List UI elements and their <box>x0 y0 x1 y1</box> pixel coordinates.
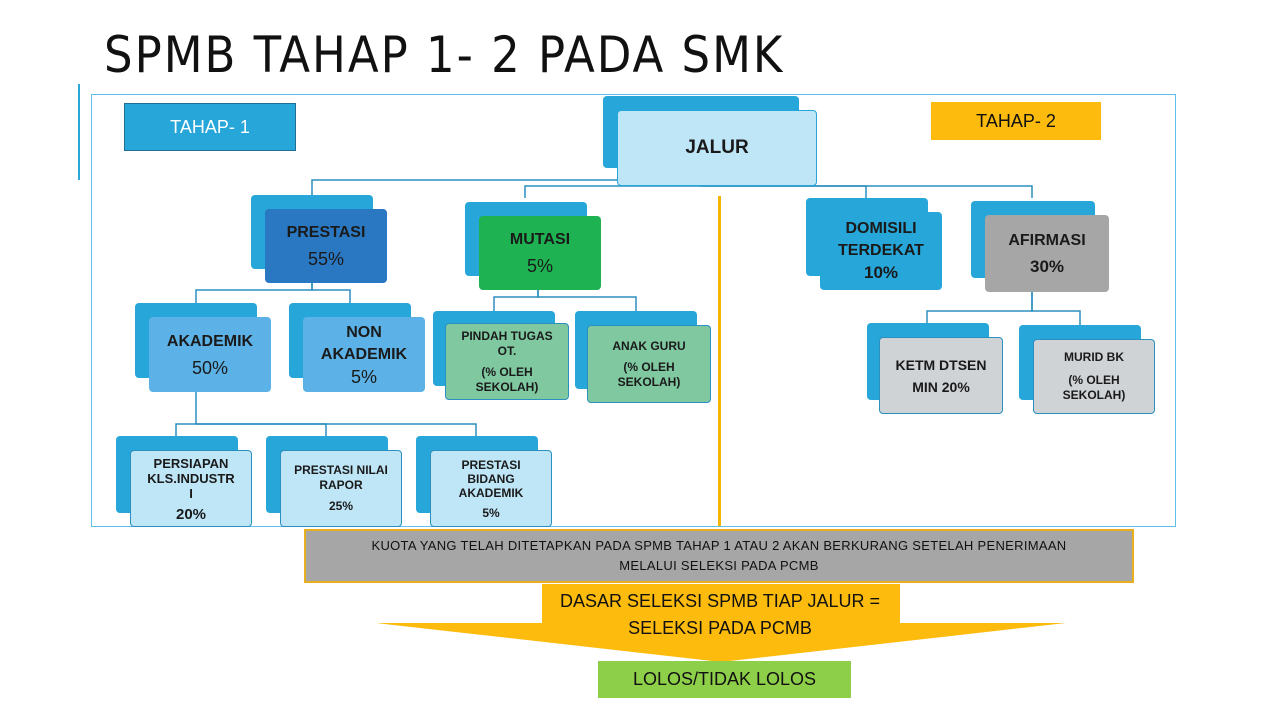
non-akademik-pct: 5% <box>350 366 377 387</box>
murid-bk-note-1: (% OLEH <box>1068 373 1120 387</box>
pindah-tugas-note-2: SEKOLAH) <box>475 379 539 394</box>
afirmasi-label: AFIRMASI <box>1008 231 1086 249</box>
prestasi-nilai-pct: 25% <box>328 499 354 513</box>
prestasi-nilai-line-1: PRESTASI NILAI <box>294 463 388 477</box>
node-ketm-dtsen: KETM DTSEN MIN 20% <box>867 323 1003 414</box>
prestasi-bidang-line-2: BIDANG <box>467 471 515 486</box>
tahap-1-label: TAHAP- 1 <box>124 103 296 151</box>
node-prestasi-nilai: PRESTASI NILAI RAPOR 25% <box>266 436 402 527</box>
accent-line <box>78 84 80 180</box>
diagram-frame <box>91 94 1176 527</box>
node-persiapan: PERSIAPAN KLS.INDUSTR I 20% <box>116 436 252 527</box>
persiapan-line-3: I <box>189 485 193 501</box>
non-akademik-label-2: AKADEMIK <box>320 345 408 363</box>
slide-title: SPMB TAHAP 1- 2 PADA SMK <box>104 26 785 84</box>
domisili-label-2: TERDEKAT <box>838 242 924 259</box>
node-pindah-tugas: PINDAH TUGAS OT. (% OLEH SEKOLAH) <box>433 311 569 400</box>
node-murid-bk: MURID BK (% OLEH SEKOLAH) <box>1019 325 1155 414</box>
anak-guru-note-2: SEKOLAH) <box>617 374 681 389</box>
ketm-label: KETM DTSEN <box>895 356 987 373</box>
node-jalur: JALUR <box>603 96 817 186</box>
mutasi-pct: 5% <box>526 256 553 276</box>
result-box: LOLOS/TIDAK LOLOS <box>598 661 851 698</box>
persiapan-line-2: KLS.INDUSTR <box>147 470 235 486</box>
node-afirmasi: AFIRMASI 30% <box>971 201 1109 292</box>
tahap-divider <box>718 196 721 526</box>
node-domisili: DOMISILI TERDEKAT 10% <box>806 198 942 290</box>
murid-bk-label: MURID BK <box>1064 350 1124 364</box>
quota-note: KUOTA YANG TELAH DITETAPKAN PADA SPMB TA… <box>304 529 1134 583</box>
persiapan-pct: 20% <box>175 505 207 523</box>
prestasi-label: PRESTASI <box>286 224 366 241</box>
akademik-pct: 50% <box>191 357 229 378</box>
pindah-tugas-label-1: PINDAH TUGAS <box>461 328 553 343</box>
prestasi-bidang-pct: 5% <box>482 505 500 520</box>
non-akademik-label-1: NON <box>346 323 382 341</box>
arrow-text-line-2: SELEKSI PADA PCMB <box>628 618 812 638</box>
anak-guru-label: ANAK GURU <box>612 338 686 353</box>
prestasi-bidang-line-3: AKADEMIK <box>458 485 524 500</box>
arrow-text: DASAR SELEKSI SPMB TIAP JALUR = SELEKSI … <box>540 588 900 642</box>
node-anak-guru: ANAK GURU (% OLEH SEKOLAH) <box>575 311 711 403</box>
prestasi-bidang-line-1: PRESTASI <box>461 457 521 472</box>
mutasi-label: MUTASI <box>509 231 571 248</box>
prestasi-nilai-line-2: RAPOR <box>319 478 363 492</box>
persiapan-line-1: PERSIAPAN <box>153 455 229 471</box>
jalur-label: JALUR <box>685 137 749 158</box>
ketm-min: MIN 20% <box>912 378 970 395</box>
afirmasi-pct: 30% <box>1029 256 1065 276</box>
anak-guru-note-1: (% OLEH <box>623 359 675 374</box>
domisili-pct: 10% <box>863 263 899 282</box>
quota-note-line-1: KUOTA YANG TELAH DITETAPKAN PADA SPMB TA… <box>371 538 1067 553</box>
node-prestasi-bidang: PRESTASI BIDANG AKADEMIK 5% <box>416 436 552 527</box>
prestasi-pct: 55% <box>307 249 345 269</box>
akademik-label: AKADEMIK <box>166 332 254 350</box>
node-prestasi: PRESTASI 55% <box>251 195 387 283</box>
quota-note-line-2: MELALUI SELEKSI PADA PCMB <box>619 558 819 573</box>
murid-bk-note-2: SEKOLAH) <box>1062 388 1126 402</box>
tahap-2-label: TAHAP- 2 <box>931 102 1101 140</box>
node-non-akademik: NON AKADEMIK 5% <box>289 303 425 392</box>
arrow-text-line-1: DASAR SELEKSI SPMB TIAP JALUR = <box>560 591 880 611</box>
domisili-label-1: DOMISILI <box>845 220 917 237</box>
down-arrow <box>376 584 1066 662</box>
node-mutasi: MUTASI 5% <box>465 202 601 290</box>
node-akademik: AKADEMIK 50% <box>135 303 271 392</box>
pindah-tugas-note-1: (% OLEH <box>481 364 533 379</box>
pindah-tugas-label-2: OT. <box>497 343 517 358</box>
